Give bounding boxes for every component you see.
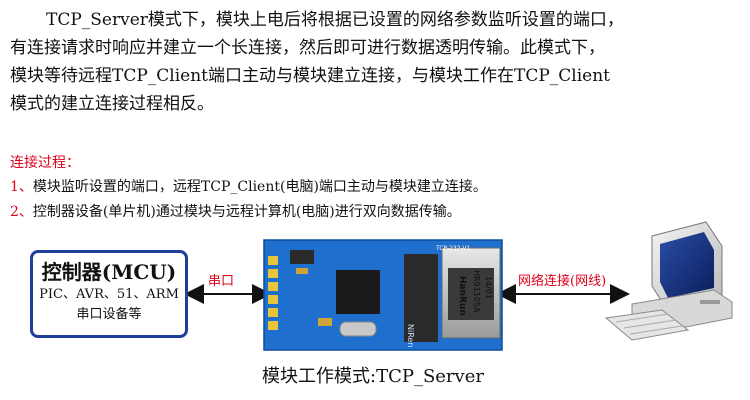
module-silk-label: TCP-232-V1 bbox=[435, 245, 471, 252]
intro-paragraph: TCP_Server模式下，模块上电后将根据已设置的网络参数监听设置的端口， 有… bbox=[10, 6, 742, 118]
steps-title: 连接过程： bbox=[10, 155, 80, 171]
computer-icon bbox=[604, 221, 733, 341]
step-item-2: 2、控制器设备(单片机)通过模块与远程计算机(电脑)进行双向数据传输。 bbox=[10, 201, 461, 221]
module-board bbox=[263, 239, 503, 351]
jack-date-code: 14/01 bbox=[484, 276, 493, 299]
intro-line-2: 有连接请求时响应并建立一个长连接，然后即可进行数据透明传输。此模式下， bbox=[10, 38, 605, 58]
mcu-line-1: PIC、AVR、51、ARM bbox=[39, 287, 179, 302]
mcu-title: 控制器(MCU) bbox=[41, 260, 177, 284]
mcu-box: 控制器(MCU) PIC、AVR、51、ARM 串口设备等 bbox=[30, 250, 188, 338]
module-maker-label: NiRen bbox=[406, 324, 415, 347]
mcu-chip bbox=[336, 270, 380, 314]
step-number-2: 2、 bbox=[10, 204, 33, 220]
network-label: 网络连接(网线) bbox=[518, 274, 607, 289]
step-number-1: 1、 bbox=[10, 179, 33, 195]
intro-line-4: 模式的建立连接过程相反。 bbox=[10, 94, 214, 114]
step-item-1: 1、模块监听设置的端口，远程TCP_Client(电脑)端口主动与模块建立连接。 bbox=[10, 176, 487, 196]
header-pins bbox=[268, 256, 278, 330]
step-text-1: 模块监听设置的端口，远程TCP_Client(电脑)端口主动与模块建立连接。 bbox=[32, 179, 487, 195]
jack-part-number: HR91105A bbox=[472, 270, 481, 313]
step-text-2: 控制器设备(单片机)通过模块与远程计算机(电脑)进行双向数据传输。 bbox=[32, 204, 461, 220]
intro-line-1: TCP_Server模式下，模块上电后将根据已设置的网络参数监听设置的端口， bbox=[46, 10, 624, 30]
uart-label: 串口 bbox=[208, 274, 235, 289]
jack-brand: HanRun bbox=[457, 276, 467, 316]
crystal bbox=[339, 321, 377, 337]
intro-line-3: 模块等待远程TCP_Client端口主动与模块建立连接，与模块工作在TCP_Cl… bbox=[10, 66, 611, 86]
mcu-line-2: 串口设备等 bbox=[76, 307, 142, 322]
transformer bbox=[404, 254, 438, 342]
diagram-caption: 模块工作模式:TCP_Server bbox=[262, 366, 484, 387]
